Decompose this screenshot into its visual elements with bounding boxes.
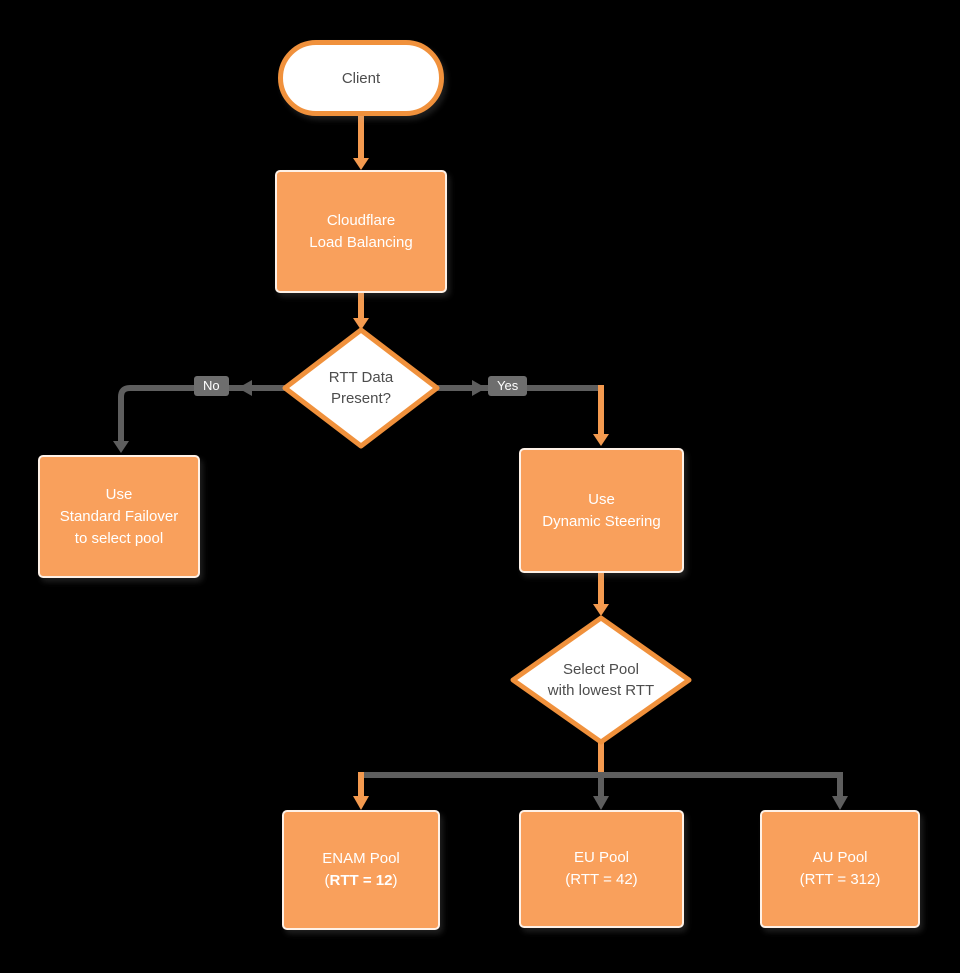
node-label-line: Present? — [330, 390, 392, 407]
yes-arrowhead — [472, 380, 486, 396]
select-pool-label: Select Pool with lowest RTT — [516, 656, 686, 704]
edge-label-yes: Yes — [488, 376, 528, 396]
rtt-paren-open: ( — [324, 872, 330, 889]
edge-yes-vertical — [593, 385, 609, 446]
edge-client-to-lb — [353, 108, 369, 170]
node-label-line: EU Pool — [573, 849, 630, 866]
au-pool-node: AU Pool (RTT = 312) — [760, 810, 920, 928]
rtt-decision-diamond — [282, 327, 440, 449]
edge-label-no: No — [194, 376, 229, 396]
standard-failover-node: Use Standard Failover to select pool — [38, 455, 200, 578]
node-label-line: Load Balancing — [309, 233, 413, 251]
rtt-paren-close: ) — [392, 872, 398, 889]
node-label-line: to select pool — [74, 529, 164, 547]
edge-pool-split — [361, 772, 848, 810]
dynamic-steering-node: Use Dynamic Steering — [519, 448, 684, 573]
edge-no-branch — [113, 380, 287, 453]
load-balancing-node: Cloudflare Load Balancing — [275, 170, 447, 293]
no-arrowhead — [238, 380, 252, 396]
client-label: Client — [341, 69, 381, 87]
select-pool-diamond — [510, 615, 692, 745]
edge-enam-branch — [353, 772, 369, 810]
node-label-line: (RTT = 42) — [565, 871, 638, 888]
node-label-line: Use — [105, 485, 133, 503]
node-label-line: Use — [588, 490, 615, 508]
node-label-line: with lowest RTT — [547, 682, 655, 699]
node-label-line: Select Pool — [563, 661, 639, 678]
enam-pool-node: ENAM Pool (RTT = 12) — [282, 810, 440, 930]
edge-steering-to-selectpool — [593, 571, 609, 616]
node-label-line: (RTT = 12) — [325, 870, 398, 892]
eu-pool-node: EU Pool (RTT = 42) — [519, 810, 684, 928]
node-label-line: Dynamic Steering — [542, 512, 661, 530]
node-label-line: ENAM Pool — [322, 850, 400, 867]
edge-lb-to-rtt — [353, 291, 369, 330]
node-label-line: Standard Failover — [59, 507, 179, 525]
node-label-line: RTT Data — [328, 369, 394, 386]
client-node: Client — [278, 40, 444, 116]
rtt-value-bold: RTT = 12 — [329, 872, 393, 889]
node-label-line: Cloudflare — [326, 211, 396, 229]
node-label-line: (RTT = 312) — [799, 871, 881, 888]
rtt-decision-label: RTT Data Present? — [291, 364, 431, 412]
node-label-line: AU Pool — [812, 849, 868, 866]
